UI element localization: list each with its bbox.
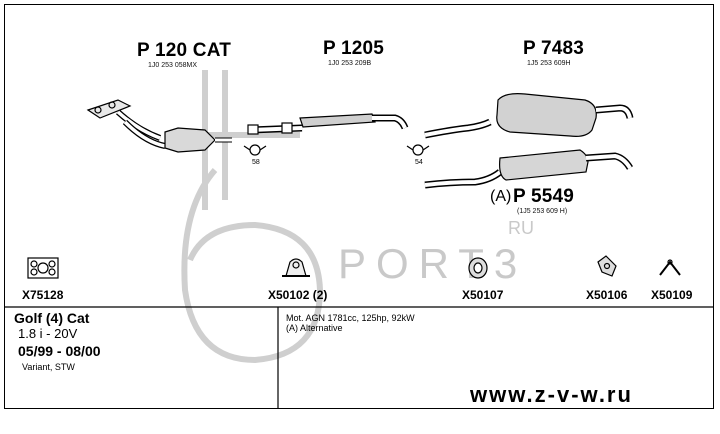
hanger-x50106-icon[interactable] (597, 255, 617, 277)
hardware-code-x50109[interactable]: X50109 (651, 288, 693, 302)
hardware-code-x50106[interactable]: X50106 (586, 288, 628, 302)
part-oem-p7483: 1J5 253 609H (527, 60, 571, 67)
clamp-54-icon[interactable] (406, 144, 430, 156)
part-prefix-p5549: (A) (490, 188, 512, 205)
hanger-x50107-icon[interactable] (468, 257, 488, 279)
clamp-54-number: 54 (415, 159, 423, 166)
clamp-58-number: 58 (252, 159, 260, 166)
catalytic-converter-part[interactable] (86, 99, 232, 153)
gasket-x75128-icon[interactable] (27, 257, 59, 279)
vehicle-body: Variant, STW (22, 362, 75, 372)
middle-silencer-part[interactable] (247, 113, 409, 135)
part-code-p7483[interactable]: P 7483 (523, 38, 585, 59)
hardware-code-x50107[interactable]: X50107 (462, 288, 504, 302)
hardware-code-x50102[interactable]: X50102 (2) (268, 288, 328, 302)
rear-silencer-part[interactable] (424, 93, 634, 139)
clamp-58-icon[interactable] (243, 144, 267, 156)
part-oem-p1205: 1J0 253 209B (328, 60, 372, 67)
diagram-frame (4, 4, 714, 409)
hardware-code-x75128[interactable]: X75128 (22, 288, 64, 302)
part-oem-p120: 1J0 253 058MX (148, 62, 198, 69)
watermark-tld: RU (508, 218, 534, 238)
alternative-note: (A) Alternative (286, 323, 343, 333)
watermark-brand: PORT3 (338, 240, 528, 287)
clip-x50109-icon[interactable] (659, 259, 681, 276)
part-code-p5549[interactable]: P 5549 (513, 186, 575, 207)
alt-rear-silencer-part[interactable] (424, 149, 634, 189)
vehicle-model: Golf (4) Cat (14, 310, 90, 326)
part-code-p120[interactable]: P 120 CAT (137, 40, 232, 61)
part-code-p1205[interactable]: P 1205 (323, 38, 385, 59)
vehicle-years: 05/99 - 08/00 (18, 343, 101, 359)
vehicle-engine: 1.8 i - 20V (18, 326, 78, 341)
footer-url[interactable]: www.z-v-w.ru (470, 382, 633, 407)
bracket-x50102-icon[interactable] (282, 258, 310, 277)
part-oem-p5549: (1J5 253 609 H) (517, 208, 568, 215)
motor-note: Mot. AGN 1781cc, 125hp, 92kW (286, 313, 415, 323)
